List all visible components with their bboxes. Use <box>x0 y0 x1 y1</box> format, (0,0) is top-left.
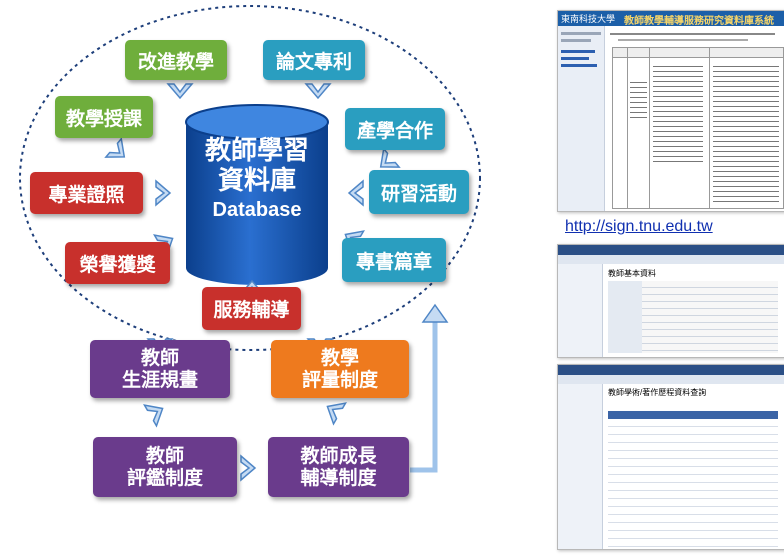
teacher-appraisal-box: 教師評鑑制度 <box>93 437 237 497</box>
screenshot-sidebar <box>558 26 605 211</box>
honors-awards-box: 榮譽獲獎 <box>65 242 170 284</box>
chevron-arrow-icon <box>166 83 194 100</box>
feedback-arrow-head-icon <box>421 303 449 323</box>
system-screenshot-2: 教師基本資料 <box>557 244 784 358</box>
service-counseling-box: 服務輔導 <box>202 287 301 330</box>
screenshot-3-heading: 教師學術/著作歷程資料查詢 <box>608 388 707 397</box>
career-planning-box: 教師生涯規畫 <box>90 340 230 398</box>
chevron-arrow-icon <box>326 402 347 426</box>
career-planning-line1: 教師 <box>140 347 179 369</box>
teacher-appraisal-line2: 評鑑制度 <box>126 467 203 489</box>
professional-license-box: 專業證照 <box>30 172 143 214</box>
banner-school-name: 東南科技大學 <box>561 14 616 24</box>
system-screenshot-1: 東南科技大學 教師教學輔導服務研究資料庫系統 <box>557 10 784 212</box>
screenshot-banner: 東南科技大學 教師教學輔導服務研究資料庫系統 <box>558 11 784 27</box>
improve-teaching-box: 改進教學 <box>125 40 227 80</box>
feedback-arrow-line <box>410 320 438 473</box>
service-counseling-label: 服務輔導 <box>213 299 290 321</box>
seminar-activities-box: 研習活動 <box>369 170 469 214</box>
chevron-arrow-icon <box>104 137 126 158</box>
screenshot-table <box>612 47 784 209</box>
papers-patents-box: 論文專利 <box>263 40 365 80</box>
books-chapters-box: 專書篇章 <box>342 238 446 282</box>
database-title-line1: 教師學習 <box>204 136 309 166</box>
industry-cooperation-box: 產學合作 <box>345 108 445 150</box>
professional-license-label: 專業證照 <box>48 183 125 206</box>
papers-patents-label: 論文專利 <box>275 50 352 73</box>
growth-counseling-box: 教師成長輔導制度 <box>268 437 409 497</box>
teaching-evaluation-line1: 教學 <box>320 347 359 369</box>
teaching-evaluation-line2: 評量制度 <box>301 369 378 391</box>
database-label: 教師學習 資料庫 Database <box>186 136 328 224</box>
seminar-activities-label: 研習活動 <box>380 182 457 205</box>
chevron-arrow-icon <box>347 179 364 207</box>
database-title-line2: 資料庫 <box>217 166 296 196</box>
improve-teaching-label: 改進教學 <box>137 50 214 73</box>
growth-counseling-line2: 輔導制度 <box>300 467 377 489</box>
database-diagram: 教師學習 資料庫 Database 改進教學 論文專利 教學授課 產學合作 專業… <box>19 5 481 497</box>
chevron-arrow-icon <box>240 454 257 482</box>
chevron-arrow-icon <box>143 404 164 428</box>
database-subtitle: Database <box>212 199 302 221</box>
system-url-link[interactable]: http://sign.tnu.edu.tw <box>565 218 713 235</box>
screenshot-2-heading: 教師基本資料 <box>608 269 656 278</box>
growth-counseling-line1: 教師成長 <box>300 445 377 467</box>
career-planning-line2: 生涯規畫 <box>121 369 198 391</box>
chevron-arrow-icon <box>155 179 172 207</box>
system-screenshot-3: 教師學術/著作歷程資料查詢 <box>557 364 784 550</box>
teaching-courses-label: 教學授課 <box>65 107 142 130</box>
teacher-appraisal-line1: 教師 <box>145 445 184 467</box>
industry-cooperation-label: 產學合作 <box>356 119 433 142</box>
dotted-ellipse <box>19 5 481 351</box>
banner-system-title: 教師教學輔導服務研究資料庫系統 <box>624 16 774 27</box>
teaching-courses-box: 教學授課 <box>55 96 153 138</box>
chevron-arrow-icon <box>379 147 401 168</box>
teaching-evaluation-box: 教學評量制度 <box>271 340 409 398</box>
database-cylinder-icon <box>185 104 329 285</box>
honors-awards-label: 榮譽獲獎 <box>79 253 156 276</box>
chevron-arrow-icon <box>304 83 332 100</box>
books-chapters-label: 專書篇章 <box>355 250 432 273</box>
